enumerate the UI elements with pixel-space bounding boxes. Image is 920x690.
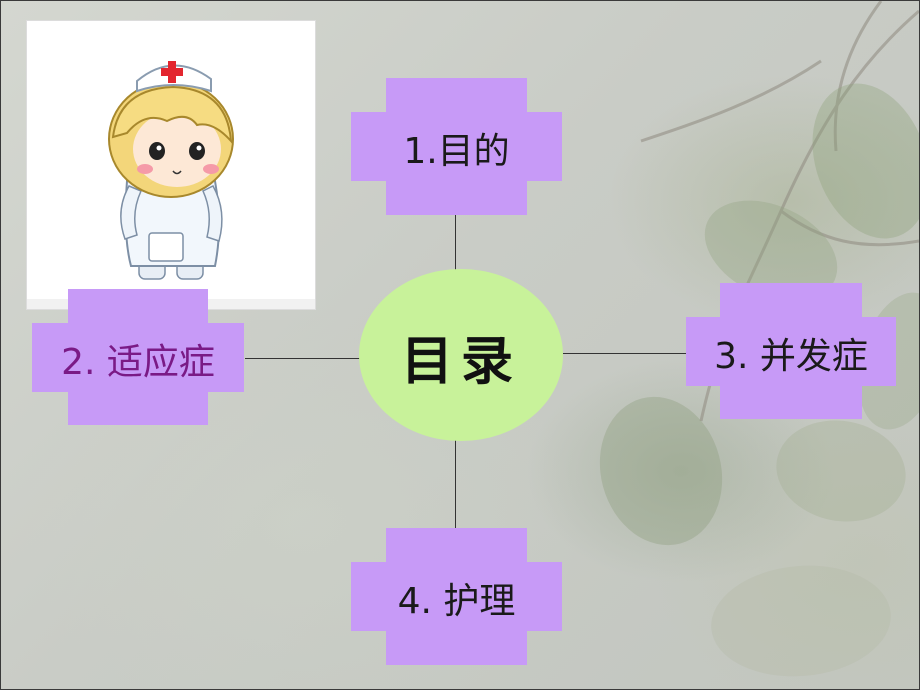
center-node: 目录	[359, 269, 563, 441]
center-title: 目录	[400, 332, 521, 392]
node-purpose-label: 1.目的	[403, 131, 510, 172]
node-indications: 2. 适应症	[32, 289, 244, 425]
node-purpose: 1.目的	[351, 78, 562, 215]
connector-line-bottom	[455, 439, 456, 529]
node-nursing-care-label: 4. 护理	[397, 581, 516, 622]
connector-line-left	[245, 358, 361, 359]
node-complications: 3. 并发症	[686, 283, 896, 419]
connector-line-right	[563, 353, 687, 354]
connector-line-top	[455, 215, 456, 271]
nurse-cartoon-image	[26, 20, 316, 310]
nurse-icon	[27, 61, 315, 309]
node-complications-label: 3. 并发症	[714, 336, 868, 377]
node-indications-label: 2. 适应症	[61, 342, 215, 383]
node-nursing-care: 4. 护理	[351, 528, 562, 665]
